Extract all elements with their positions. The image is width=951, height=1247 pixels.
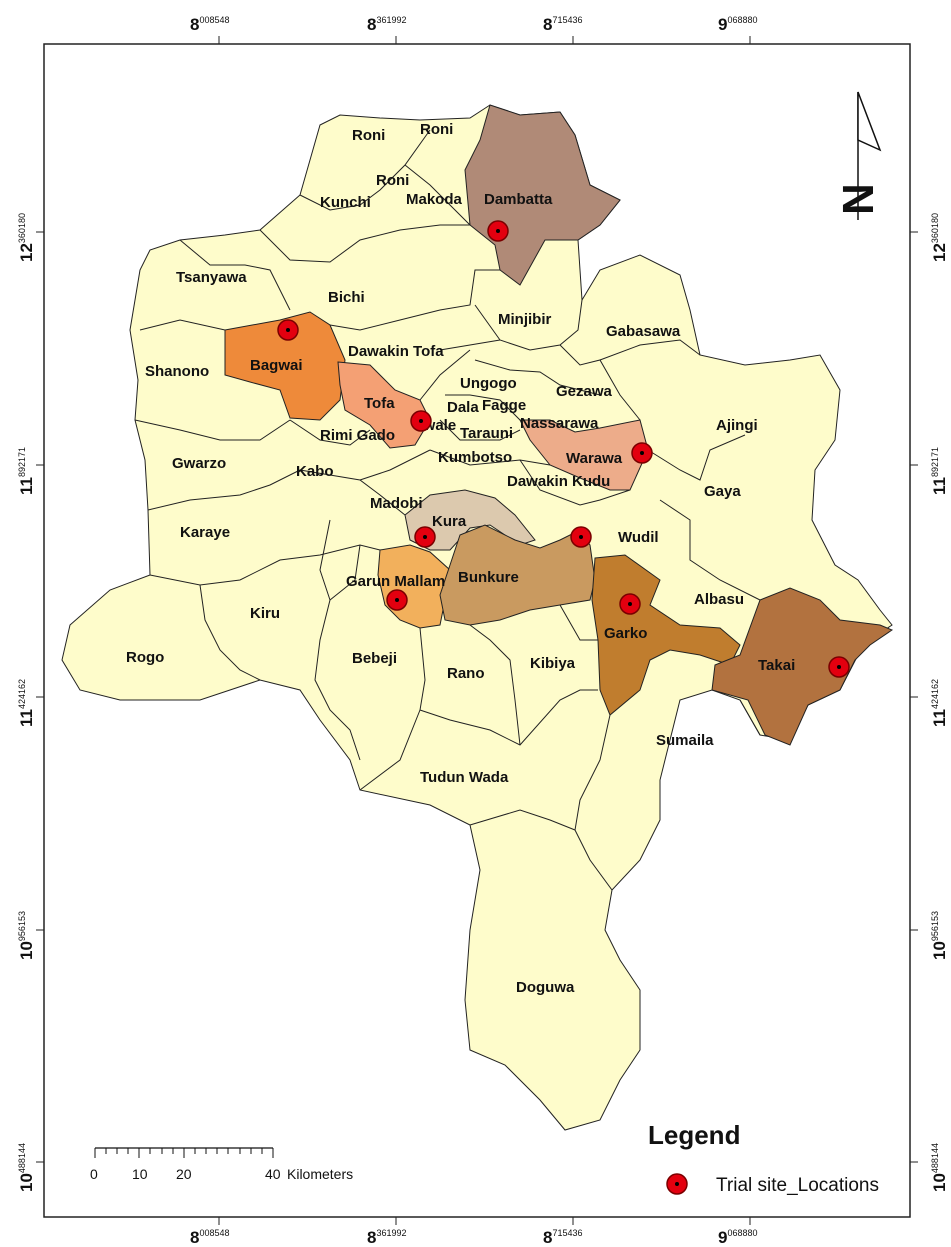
lga-label-wudil: Wudil bbox=[618, 529, 659, 546]
lga-label-bichi: Bichi bbox=[328, 289, 365, 306]
legend: Legend Trial site_Locations bbox=[648, 1120, 879, 1196]
trial-site-garun-mallam-icon bbox=[386, 589, 408, 611]
lga-label-gabasawa: Gabasawa bbox=[606, 323, 681, 340]
lga-label-rimi-gado: Rimi Gado bbox=[320, 427, 395, 444]
lga-label-kiru: Kiru bbox=[250, 605, 280, 622]
lga-label-tsanyawa: Tsanyawa bbox=[176, 269, 247, 286]
lga-label-garko: Garko bbox=[604, 625, 647, 642]
lat-label-right-5: 10488144 bbox=[930, 1143, 949, 1192]
lga-label-bunkure: Bunkure bbox=[458, 569, 519, 586]
lga-bagwai-shape bbox=[224, 311, 346, 421]
lon-label-bottom-1: 8008548 bbox=[190, 1228, 230, 1247]
lat-label-4: 10956153 bbox=[17, 911, 36, 960]
trial-site-warawa-icon bbox=[631, 442, 653, 464]
legend-title: Legend bbox=[648, 1120, 740, 1150]
north-label: N bbox=[834, 183, 883, 215]
lga-label-bagwai: Bagwai bbox=[250, 357, 303, 374]
lat-label-5: 10488144 bbox=[17, 1143, 36, 1192]
lat-label-right-1: 12360180 bbox=[930, 213, 949, 262]
lat-label-right-3: 11424162 bbox=[930, 679, 949, 727]
lga-warawa-shape bbox=[519, 419, 649, 491]
latitude-labels-right: 12360180 11892171 11424162 10956153 1048… bbox=[930, 213, 949, 1192]
lon-label-bottom-3: 8715436 bbox=[543, 1228, 583, 1247]
scale-bar: 0 10 20 40 Kilometers bbox=[90, 1147, 353, 1182]
lon-label-2: 8361992 bbox=[367, 15, 407, 34]
scale-tick-0: 0 bbox=[90, 1166, 98, 1182]
lga-label-albasu: Albasu bbox=[694, 591, 744, 608]
lga-label-doguwa: Doguwa bbox=[516, 979, 575, 996]
lga-label-roni-3: Roni bbox=[376, 172, 409, 189]
lat-label-2: 11892171 bbox=[17, 447, 36, 495]
lga-label-roni-2: Roni bbox=[420, 121, 453, 138]
red-dot-icon bbox=[666, 1173, 688, 1195]
lga-label-warawa: Warawa bbox=[566, 450, 623, 467]
lga-label-dawakin-kudu: Dawakin Kudu bbox=[507, 473, 610, 490]
trial-site-kura-icon bbox=[414, 526, 436, 548]
trial-site-dambatta-icon bbox=[487, 220, 509, 242]
scale-tick-10: 10 bbox=[132, 1166, 148, 1182]
lga-bunkure-shape bbox=[439, 524, 596, 626]
lga-label-ajingi: Ajingi bbox=[716, 417, 758, 434]
lga-label-garun-mallam: Garun Mallam bbox=[346, 573, 445, 590]
lga-label-dawakin-tofa: Dawakin Tofa bbox=[348, 343, 444, 360]
lga-label-fagge: Fagge bbox=[482, 397, 526, 414]
lga-label-madobi: Madobi bbox=[370, 495, 423, 512]
lga-label-ungogo: Ungogo bbox=[460, 375, 517, 392]
lga-label-gaya: Gaya bbox=[704, 483, 741, 500]
lga-label-kumbotso: Kumbotso bbox=[438, 449, 512, 466]
lga-label-rogo: Rogo bbox=[126, 649, 164, 666]
lon-label-3: 8715436 bbox=[543, 15, 583, 34]
lon-label-bottom-4: 9068880 bbox=[718, 1228, 758, 1247]
lga-label-karaye: Karaye bbox=[180, 524, 230, 541]
scale-unit: Kilometers bbox=[287, 1166, 353, 1182]
lga-label-sumaila: Sumaila bbox=[656, 732, 714, 749]
scale-tick-20: 20 bbox=[176, 1166, 192, 1182]
lga-label-gezawa: Gezawa bbox=[556, 383, 613, 400]
latitude-labels-left: 12360180 11892171 11424162 10956153 1048… bbox=[17, 213, 36, 1192]
lga-label-tudun-wada: Tudun Wada bbox=[420, 769, 509, 786]
lga-label-tofa: Tofa bbox=[364, 395, 395, 412]
lga-label-kibiya: Kibiya bbox=[530, 655, 576, 672]
lga-label-dala: Dala bbox=[447, 399, 479, 416]
legend-item-label: Trial site_Locations bbox=[716, 1175, 879, 1196]
north-arrow-icon: N bbox=[834, 91, 883, 220]
longitude-labels-top: 8008548 8361992 8715436 9068880 bbox=[190, 15, 758, 34]
lon-label-4: 9068880 bbox=[718, 15, 758, 34]
trial-site-takai-icon bbox=[828, 656, 850, 678]
trial-site-dawakin-kudu-icon bbox=[570, 526, 592, 548]
lga-label-dambatta: Dambatta bbox=[484, 191, 553, 208]
graticule-ticks bbox=[36, 36, 918, 1225]
lga-label-kunchi: Kunchi bbox=[320, 194, 371, 211]
trial-site-garko-icon bbox=[619, 593, 641, 615]
longitude-labels-bottom: 8008548 8361992 8715436 9068880 bbox=[190, 1228, 758, 1247]
lga-label-shanono: Shanono bbox=[145, 363, 209, 380]
lat-label-right-2: 11892171 bbox=[930, 447, 949, 495]
lon-label-1: 8008548 bbox=[190, 15, 230, 34]
trial-site-bagwai-icon bbox=[277, 319, 299, 341]
lga-label-makoda: Makoda bbox=[406, 191, 463, 208]
lga-label-takai: Takai bbox=[758, 657, 795, 674]
lga-takai-shape bbox=[711, 587, 894, 746]
lga-label-nassarawa: Nassarawa bbox=[520, 415, 599, 432]
lga-label-gwarzo: Gwarzo bbox=[172, 455, 226, 472]
lga-label-bebeji: Bebeji bbox=[352, 650, 397, 667]
lga-label-rano: Rano bbox=[447, 665, 485, 682]
lat-label-1: 12360180 bbox=[17, 213, 36, 262]
lga-tofa-shape bbox=[337, 361, 431, 449]
scale-tick-40: 40 bbox=[265, 1166, 281, 1182]
lga-label-kabo: Kabo bbox=[296, 463, 334, 480]
trial-site-markers bbox=[277, 220, 850, 678]
lga-boundaries bbox=[134, 129, 761, 891]
lon-label-bottom-2: 8361992 bbox=[367, 1228, 407, 1247]
lat-label-3: 11424162 bbox=[17, 679, 36, 727]
lga-label-kura: Kura bbox=[432, 513, 467, 530]
lat-label-right-4: 10956153 bbox=[930, 911, 949, 960]
lga-label-tarauni: Tarauni bbox=[460, 425, 513, 442]
trial-site-gwale-icon bbox=[410, 410, 432, 432]
lga-labels: Roni Roni Roni Kunchi Makoda Dambatta Ts… bbox=[126, 121, 795, 996]
lga-label-roni-1: Roni bbox=[352, 127, 385, 144]
lga-label-minjibir: Minjibir bbox=[498, 311, 551, 328]
